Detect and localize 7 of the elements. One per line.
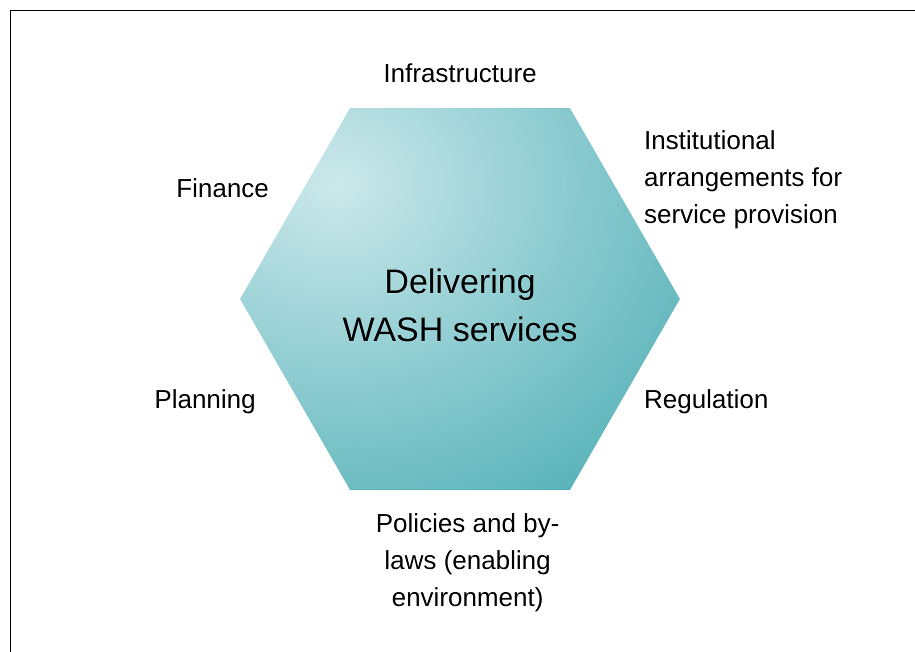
side-label: Planning bbox=[153, 383, 257, 416]
side-label: Infrastructure bbox=[382, 57, 538, 90]
center-title: Delivering WASH services bbox=[342, 262, 578, 351]
side-label: Regulation bbox=[644, 383, 770, 416]
side-label: Finance bbox=[175, 172, 270, 205]
side-label: Institutional arrangements for service provision bbox=[644, 124, 843, 231]
side-label: Policies and by-laws (enabling environment) bbox=[374, 507, 560, 614]
